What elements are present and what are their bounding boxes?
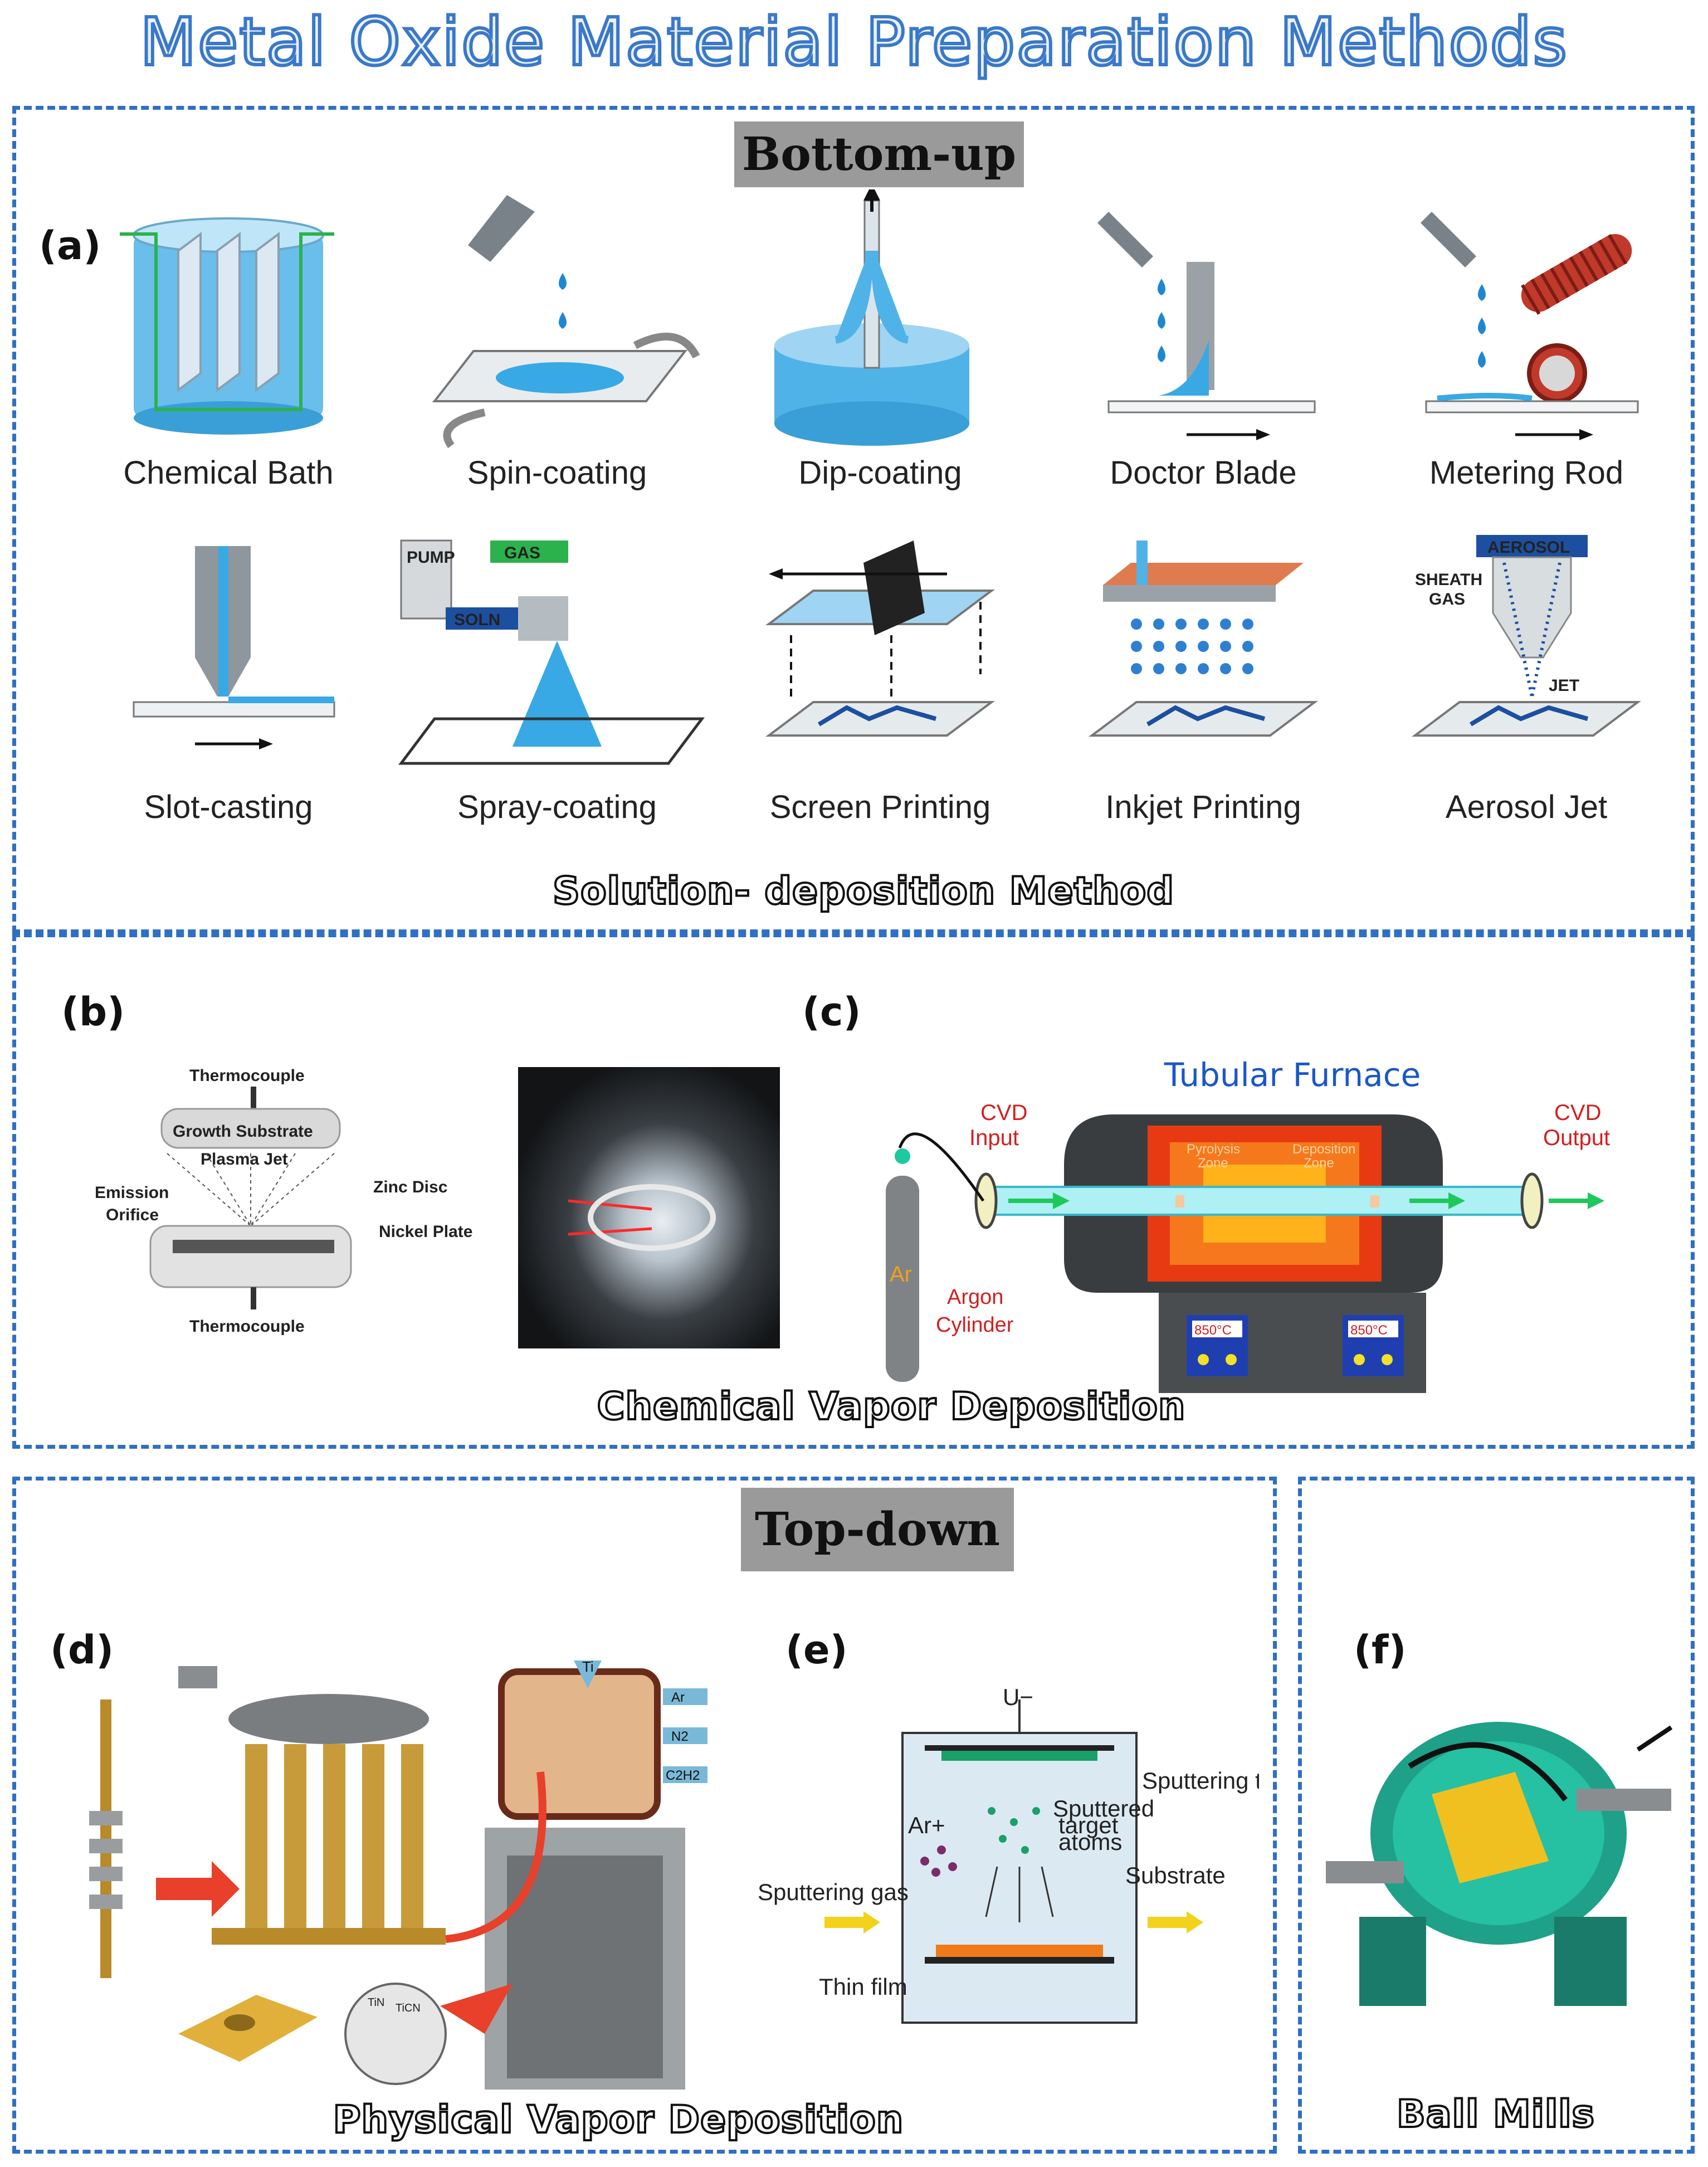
spin-coating-icon: [432, 195, 700, 449]
svg-text:GAS: GAS: [1429, 590, 1465, 608]
svg-text:Sputtering gas: Sputtering gas: [758, 1879, 909, 1905]
chemical-bath-icon: [120, 217, 334, 435]
svg-text:Thermocouple: Thermocouple: [189, 1317, 305, 1336]
page-title: Metal Oxide Material Preparation Methods: [138, 2, 1569, 82]
panel-a-label: (a): [39, 223, 101, 269]
svg-text:Input: Input: [969, 1126, 1019, 1150]
dip-coating-icon: [774, 189, 969, 446]
top-down-header: Top-down: [741, 1488, 1014, 1571]
svg-text:Growth Substrate: Growth Substrate: [173, 1122, 313, 1141]
ball-mills-title: Ball Mills: [1395, 2091, 1595, 2137]
ball-mill-illustration: [1326, 1722, 1673, 2006]
svg-text:Argon: Argon: [947, 1285, 1003, 1309]
method-dip-coating: Dip-coating: [798, 455, 962, 491]
svg-text:GAS: GAS: [504, 544, 540, 562]
cvd-title: Chemical Vapor Deposition: [596, 1384, 1187, 1430]
svg-text:N2: N2: [671, 1729, 689, 1744]
doctor-blade-icon: [1097, 212, 1316, 440]
svg-text:TiN: TiN: [368, 1996, 384, 2009]
svg-text:CVD: CVD: [1554, 1100, 1601, 1125]
slot-casting-icon: [133, 546, 335, 749]
tubular-furnace-illustration: CVD Input CVD Output Pyrolysis Zone Depo…: [886, 1100, 1610, 1393]
svg-text:TiCN: TiCN: [396, 2002, 421, 2014]
plasma-reactor-illustration: Thermocouple Growth Substrate Plasma Jet…: [95, 1067, 472, 1336]
ball-mill-panel: [1298, 1477, 1695, 2154]
method-chemical-bath: Chemical Bath: [123, 455, 334, 491]
svg-text:Ar+: Ar+: [908, 1812, 945, 1838]
solution-deposition-panel: [12, 106, 1695, 933]
svg-text:Output: Output: [1543, 1126, 1610, 1150]
aerosol-jet-icon: AEROSOL SHEATH GAS JET: [1412, 535, 1641, 737]
bottom-up-header: Bottom-up: [734, 121, 1024, 187]
svg-text:Plasma Jet: Plasma Jet: [201, 1150, 288, 1168]
spray-coating-icon: PUMP GAS SOLN: [398, 539, 705, 765]
svg-text:AEROSOL: AEROSOL: [1487, 538, 1570, 557]
svg-text:Ar: Ar: [890, 1262, 912, 1287]
solution-methods-row2-illustrations: PUMP GAS SOLN AEROSOL SHEATH GAS: [133, 535, 1641, 765]
method-slot-casting: Slot-casting: [144, 789, 313, 825]
svg-text:Pyrolysis: Pyrolysis: [1187, 1142, 1240, 1157]
svg-text:SHEATH: SHEATH: [1415, 571, 1482, 589]
svg-text:SOLN: SOLN: [454, 611, 500, 629]
svg-text:atoms: atoms: [1058, 1829, 1122, 1855]
svg-text:Orifice: Orifice: [106, 1206, 159, 1224]
metering-rod-icon: [1421, 212, 1639, 440]
svg-text:target: target: [1058, 1812, 1119, 1838]
svg-text:Thermocouple: Thermocouple: [189, 1067, 305, 1085]
svg-text:Zone: Zone: [1304, 1156, 1334, 1171]
method-screen-printing: Screen Printing: [769, 789, 991, 825]
cvd-panel: [12, 933, 1695, 1449]
solution-methods-row1-illustrations: [120, 189, 1639, 449]
svg-text:Zinc Disc: Zinc Disc: [373, 1178, 447, 1196]
panel-c-label: (c): [802, 989, 861, 1035]
pvd-illustration: TiN TiCN Ti Ar N2 C2H2: [89, 1658, 707, 2090]
svg-text:Ar: Ar: [671, 1690, 685, 1705]
inkjet-printing-icon: [1089, 540, 1318, 737]
method-spray-coating: Spray-coating: [457, 789, 657, 825]
svg-text:Ti: Ti: [582, 1658, 594, 1675]
method-aerosol-jet: Aerosol Jet: [1445, 789, 1608, 825]
svg-text:Emission: Emission: [95, 1184, 169, 1202]
svg-text:Sputtering target: Sputtering target: [1142, 1767, 1259, 1794]
svg-text:JET: JET: [1549, 676, 1579, 695]
svg-text:Deposition: Deposition: [1292, 1142, 1355, 1157]
svg-text:850°C: 850°C: [1194, 1323, 1232, 1338]
svg-text:Sputtered: Sputtered: [1053, 1795, 1154, 1822]
furnace-title: Tubular Furnace: [1164, 1056, 1421, 1094]
sputtering-illustration: U− Sputtering target Ar+ Sputtered targe…: [758, 1684, 1259, 2024]
svg-text:Substrate: Substrate: [1125, 1862, 1226, 1888]
method-inkjet-printing: Inkjet Printing: [1105, 789, 1301, 825]
method-doctor-blade: Doctor Blade: [1110, 455, 1297, 491]
panel-e-label: (e): [785, 1627, 848, 1673]
svg-text:Nickel Plate: Nickel Plate: [379, 1223, 472, 1241]
svg-text:Zone: Zone: [1198, 1156, 1228, 1171]
svg-text:Thin film: Thin film: [819, 1974, 907, 2000]
svg-text:850°C: 850°C: [1350, 1323, 1388, 1338]
panel-f-label: (f): [1354, 1627, 1407, 1673]
svg-text:C2H2: C2H2: [666, 1768, 700, 1783]
svg-text:Cylinder: Cylinder: [936, 1313, 1014, 1337]
panel-d-label: (d): [50, 1627, 114, 1673]
solution-deposition-title: Solution- deposition Method: [552, 868, 1175, 914]
pvd-title: Physical Vapor Deposition: [332, 2097, 905, 2143]
method-spin-coating: Spin-coating: [467, 455, 647, 491]
svg-text:CVD: CVD: [980, 1100, 1027, 1125]
svg-text:PUMP: PUMP: [407, 548, 455, 567]
screen-printing-icon: [765, 540, 995, 737]
panel-b-label: (b): [61, 989, 125, 1035]
method-metering-rod: Metering Rod: [1429, 455, 1624, 491]
top-down-panel: [12, 1477, 1277, 2154]
svg-text:U−: U−: [1003, 1684, 1033, 1710]
plasma-photo: [518, 1067, 780, 1348]
